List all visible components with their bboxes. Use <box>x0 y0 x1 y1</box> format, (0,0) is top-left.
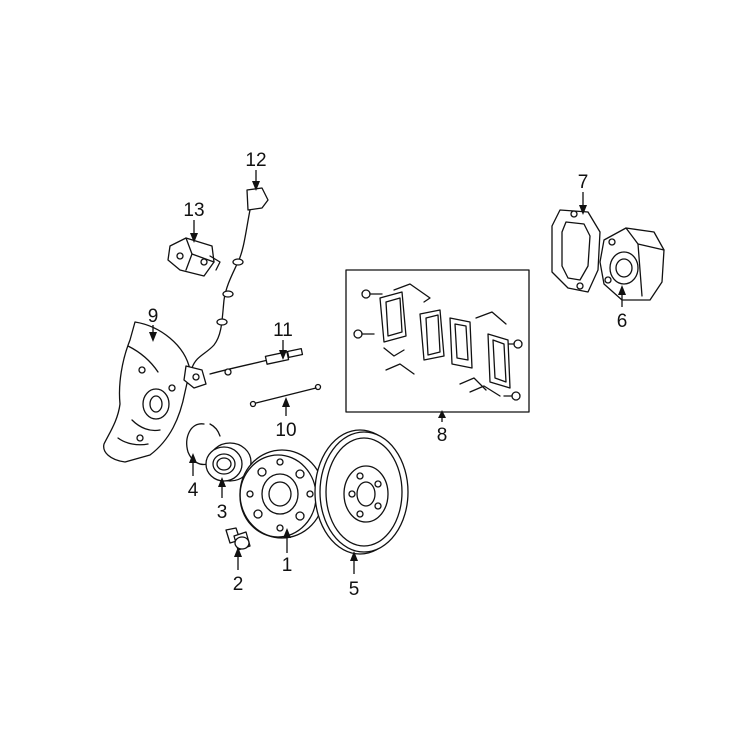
callout-1: 1 <box>282 555 293 576</box>
callout-4: 4 <box>188 480 199 501</box>
part-7-caliper-bracket <box>551 209 601 293</box>
part-9-dust-shield <box>103 321 191 463</box>
part-10-clip <box>249 383 322 408</box>
callout-11: 11 <box>273 320 293 341</box>
part-2-bolt <box>225 527 251 551</box>
part-3-bearing <box>205 442 252 482</box>
part-13-sensor-bracket <box>167 237 221 277</box>
callout-12: 12 <box>245 150 266 171</box>
part-11-wear-sensor <box>209 347 304 376</box>
callout-10: 10 <box>275 420 296 441</box>
callout-2: 2 <box>233 574 244 595</box>
part-12-abs-sensor <box>183 187 269 389</box>
callout-3: 3 <box>217 502 228 523</box>
part-5-rotor <box>314 429 409 555</box>
callout-labels: 1 2 3 4 5 6 7 8 9 10 11 12 13 <box>148 150 628 600</box>
callout-13: 13 <box>183 200 204 221</box>
callout-8: 8 <box>437 425 448 446</box>
part-4-snap-ring <box>186 423 221 466</box>
part-6-caliper <box>599 227 665 301</box>
part-8-pad-kit <box>345 269 530 413</box>
callout-9: 9 <box>148 306 159 327</box>
part-1-hub <box>239 449 325 539</box>
callout-5: 5 <box>349 579 360 600</box>
callout-6: 6 <box>617 311 628 332</box>
leaders <box>149 170 626 574</box>
callout-7: 7 <box>578 172 589 193</box>
kit-bolt <box>353 289 523 401</box>
